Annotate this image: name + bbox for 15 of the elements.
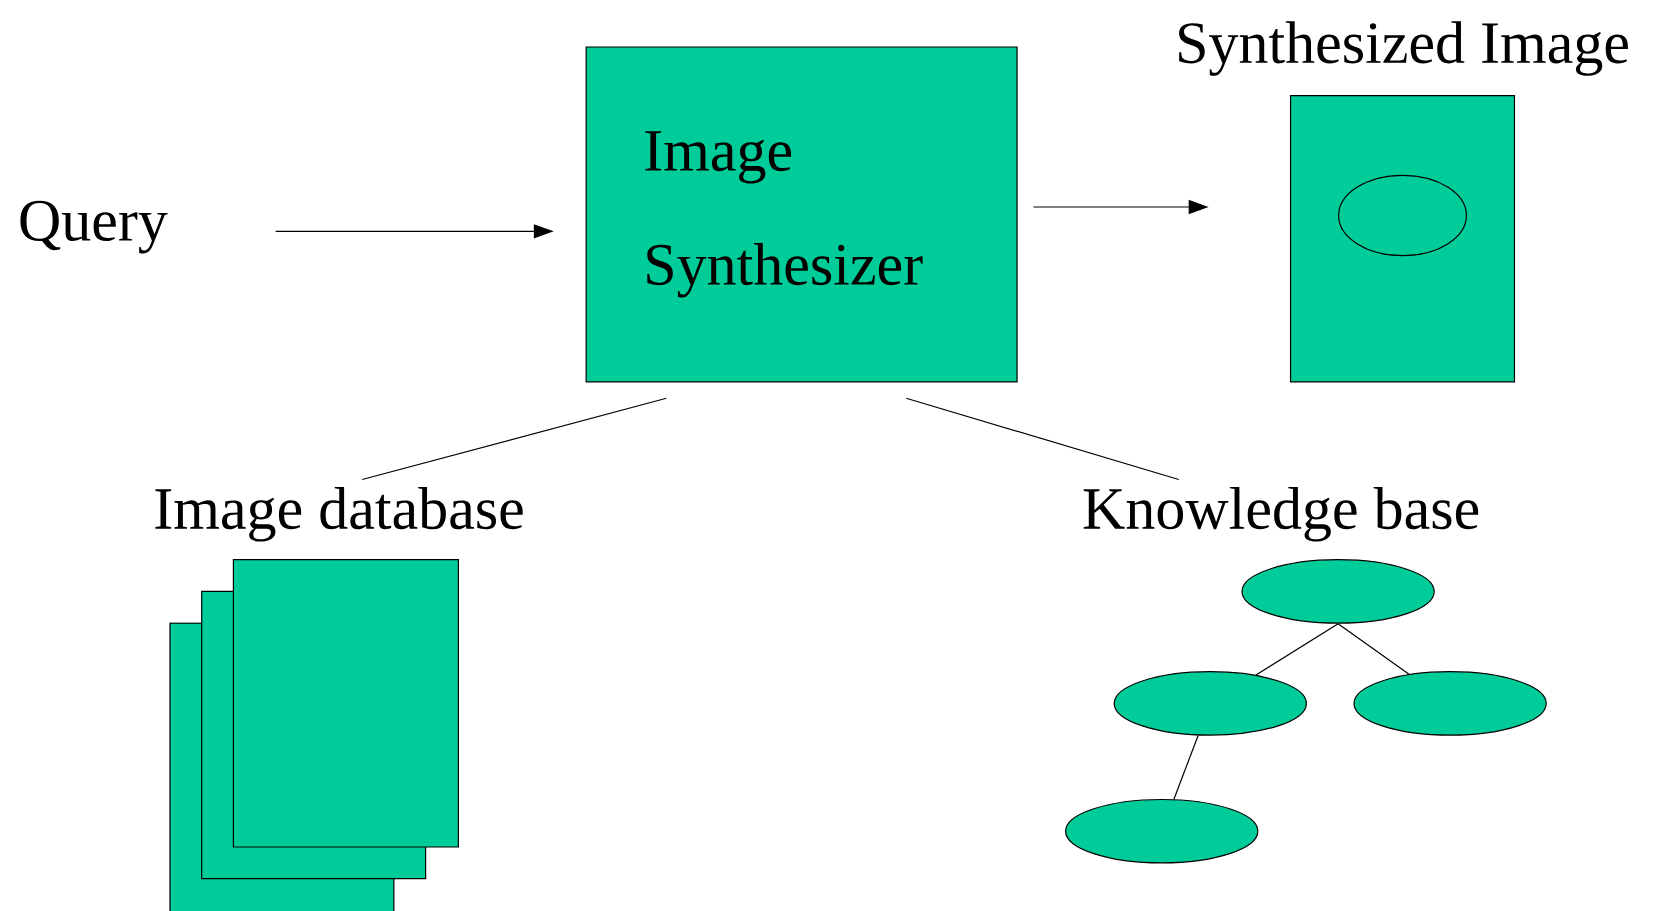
database-label: Image database [155,487,523,542]
tree-node-ellipse [1353,671,1547,736]
knowledge-base-label: Knowledge base [1083,487,1479,542]
query-label: Query [20,200,168,254]
tree-node-ellipse [1241,559,1435,624]
tree-node-ellipse [1065,798,1259,864]
connector-line [361,397,667,481]
ellipse-shape [1338,174,1467,257]
connector-line [1173,734,1199,800]
process-box: Image Synthesizer [585,46,1018,383]
connector-line [905,397,1180,481]
connector-line [1255,623,1339,676]
connector-line [1337,623,1410,675]
tree-node-ellipse [1113,671,1307,736]
node-label: Synthesized Image [1179,21,1628,76]
